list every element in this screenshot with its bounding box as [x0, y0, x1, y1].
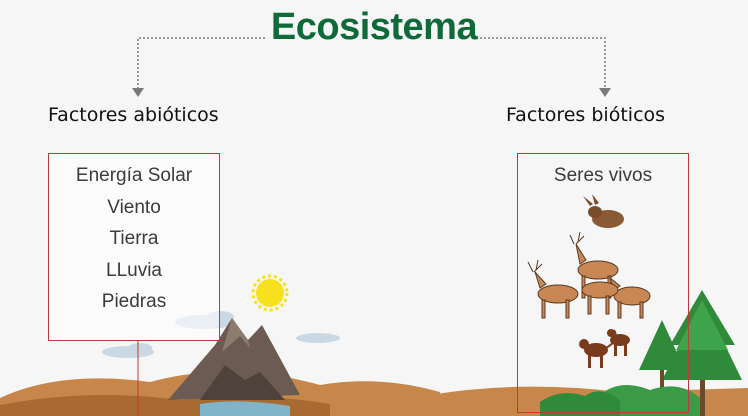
list-item: Energía Solar	[75, 165, 193, 186]
abiotic-box: Energía Solar Viento Tierra LLuvia Piedr…	[48, 153, 220, 341]
water	[200, 401, 290, 416]
list-item: Tierra	[109, 228, 159, 249]
deer-icon	[527, 231, 651, 319]
heading-abioticos: Factores abióticos	[48, 104, 219, 126]
tree-icon	[540, 290, 742, 416]
arrow-head-icon	[132, 88, 611, 97]
sun-icon	[251, 274, 289, 312]
list-item: Piedras	[101, 291, 167, 312]
mountain-icon	[168, 318, 300, 400]
list-item: LLuvia	[106, 259, 162, 281]
list-item: Viento	[107, 196, 161, 218]
abiotic-list: Energía Solar Viento Tierra LLuvia Piedr…	[49, 160, 219, 318]
biotic-list: Seres vivos	[518, 160, 688, 192]
biotic-box: Seres vivos	[517, 153, 689, 413]
page-title: Ecosistema	[270, 6, 478, 48]
list-item: Seres vivos	[553, 165, 653, 186]
monkey-icon	[579, 329, 630, 368]
rabbit-icon	[583, 194, 624, 228]
heading-bioticos: Factores bióticos	[506, 104, 666, 126]
connector-arrows	[137, 37, 606, 90]
